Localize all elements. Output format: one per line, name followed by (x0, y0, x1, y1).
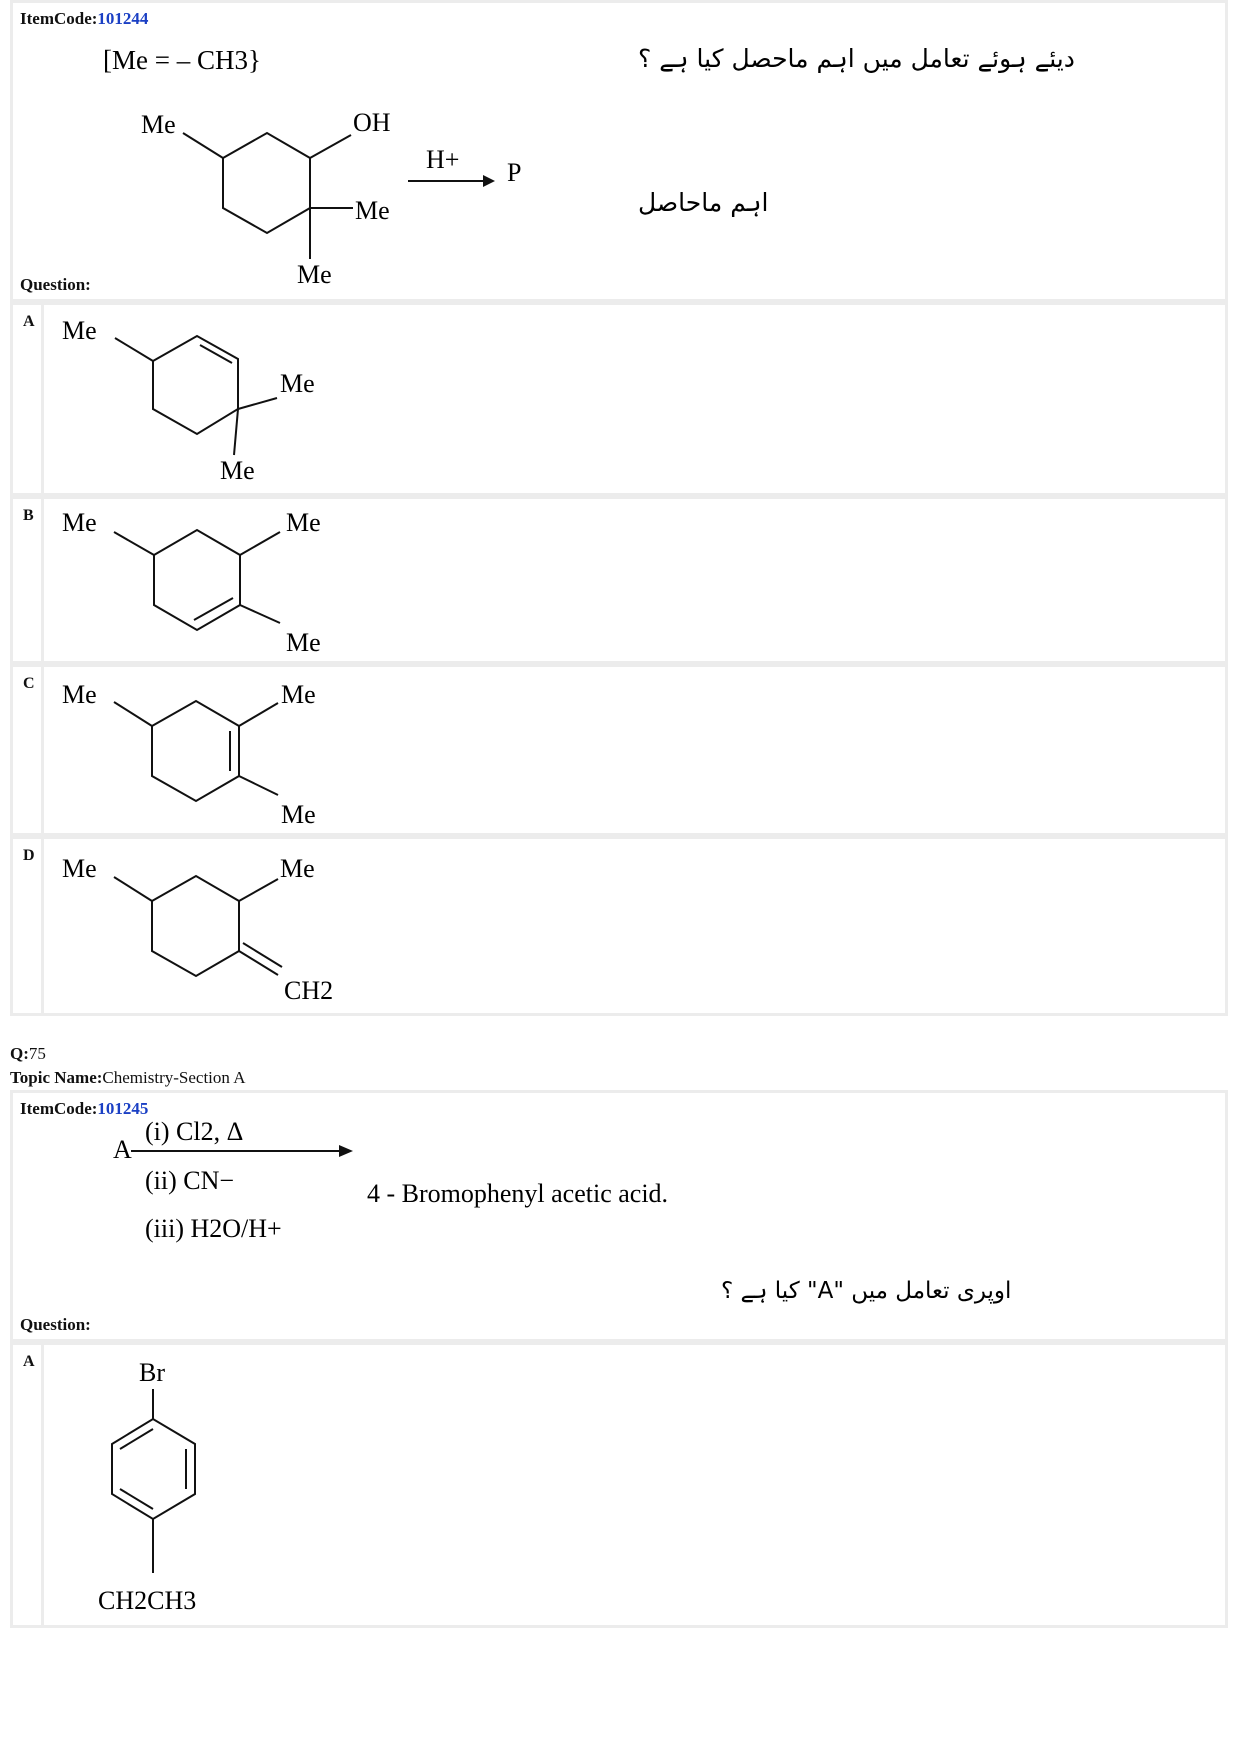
option-b-structure: Me Me Me (62, 508, 321, 657)
q74-item-code: 101244 (97, 9, 149, 28)
q75-stem-urdu: اوپری تعامل میں "A" کیا ہے ؟ (721, 1278, 1011, 1304)
product-urdu: اہم ماحاصل (638, 188, 768, 218)
q75-step-3: (iii) H2O/H+ (145, 1214, 282, 1243)
q75-topic-line: Topic Name:Chemistry-Section A (10, 1068, 246, 1087)
q74-stem-urdu: دیئے ہوئے تعامل میں اہم ماحصل کیا ہے ؟ (638, 44, 1075, 74)
option-letter: A (23, 1353, 35, 1370)
q75-arrowhead (339, 1145, 353, 1157)
q75-option-a-ethyl: CH2CH3 (98, 1586, 196, 1615)
option-a-me-top: Me (62, 316, 97, 345)
option-a-me-bottom: Me (220, 456, 255, 485)
q74-question-box: ItemCode:101244 Question: [Me = – CH3} د… (10, 0, 1228, 302)
option-c-me-left: Me (62, 680, 97, 709)
option-letter: A (23, 313, 35, 330)
q74-stem-note: [Me = – CH3} (103, 45, 261, 75)
q75-number: 75 (28, 1044, 46, 1063)
q74-option-c[interactable]: C Me Me Me (10, 664, 1228, 836)
option-a-me-right: Me (280, 369, 315, 398)
option-letter: B (23, 507, 34, 524)
option-d-ch2: CH2 (284, 976, 333, 1005)
reactant-me-right: Me (355, 196, 390, 225)
q75-product: 4 - Bromophenyl acetic acid. (367, 1179, 668, 1208)
option-letter: C (23, 675, 35, 692)
option-b-me-left: Me (62, 508, 97, 537)
q75-number-line: Q:75 (10, 1044, 46, 1063)
q74-reaction-figure: [Me = – CH3} دیئے ہوئے تعامل میں اہم ماح… (103, 44, 1075, 289)
option-letter: D (23, 847, 35, 864)
q75-item-code-line: ItemCode:101245 (20, 1099, 149, 1118)
q75-option-a-structure: Br CH2CH3 (98, 1358, 196, 1615)
q75-reactant-a: A (113, 1135, 132, 1164)
option-c-structure: Me Me Me (62, 680, 316, 829)
q75-question-box: ItemCode:101245 Question: A (i) Cl2, Δ (… (10, 1090, 1228, 1342)
option-d-me-right: Me (280, 854, 315, 883)
reaction-arrowhead (483, 175, 495, 187)
reagent-h-plus: H+ (426, 145, 459, 174)
q75-question-label: Question: (20, 1315, 91, 1334)
q75-option-a-br: Br (139, 1358, 165, 1387)
q75-topic: Chemistry-Section A (102, 1068, 246, 1087)
option-c-me-right-top: Me (281, 680, 316, 709)
reactant-me-bottom: Me (297, 260, 332, 289)
q75-step-1: (i) Cl2, Δ (145, 1117, 243, 1146)
q75-reaction-figure: A (i) Cl2, Δ (ii) CN− (iii) H2O/H+ 4 - B… (113, 1117, 1011, 1304)
product-p: P (507, 158, 521, 187)
option-d-me-left: Me (62, 854, 97, 883)
q75-item-code: 101245 (97, 1099, 149, 1118)
q74-option-b[interactable]: B Me Me Me (10, 496, 1228, 664)
option-c-me-right-bottom: Me (281, 800, 316, 829)
option-a-structure: Me Me Me (62, 316, 315, 485)
q75-step-2: (ii) CN− (145, 1166, 234, 1195)
q75-option-a[interactable]: A Br CH2CH3 (10, 1342, 1228, 1628)
option-b-me-right-top: Me (286, 508, 321, 537)
q74-item-code-line: ItemCode:101244 (20, 9, 149, 28)
q74-option-a[interactable]: A Me Me Me (10, 302, 1228, 496)
option-b-me-right-bottom: Me (286, 628, 321, 657)
reactant-cyclohexanol (182, 131, 353, 259)
q74-question-label: Question: (20, 275, 91, 294)
option-d-structure: Me Me CH2 (62, 854, 333, 1005)
reactant-me-top: Me (141, 110, 176, 139)
q74-option-d[interactable]: D Me Me CH2 (10, 836, 1228, 1016)
reactant-oh: OH (353, 108, 391, 137)
